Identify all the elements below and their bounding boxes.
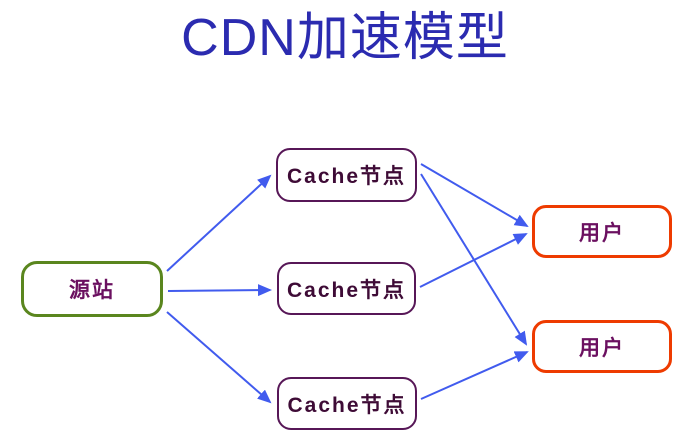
edge-cache1-user1: [420, 163, 529, 228]
node-origin-label: 源站: [69, 279, 115, 302]
node-cache-2-label: Cache节点: [286, 278, 407, 302]
edge-origin-cache1: [166, 174, 272, 272]
node-cache-3: Cache节点: [277, 377, 417, 430]
node-cache-1-label: Cache节点: [286, 165, 407, 188]
page-title: CDN加速模型: [181, 9, 509, 67]
node-user-1: 用户: [532, 205, 672, 258]
edge-cache1-user2: [420, 173, 528, 346]
edge-origin-cache3: [166, 311, 272, 404]
node-cache-3-label: Cache节点: [287, 393, 407, 417]
node-cache-1: Cache节点: [276, 148, 417, 202]
node-origin: 源站: [21, 261, 163, 317]
node-user-2-label: 用户: [579, 336, 625, 360]
node-user-1-label: 用户: [579, 221, 625, 245]
node-cache-2: Cache节点: [277, 262, 416, 315]
edge-origin-cache2: [167, 284, 272, 297]
node-user-2: 用户: [532, 320, 672, 373]
edge-cache2-user1: [419, 233, 528, 288]
edge-cache3-user2: [420, 351, 529, 400]
